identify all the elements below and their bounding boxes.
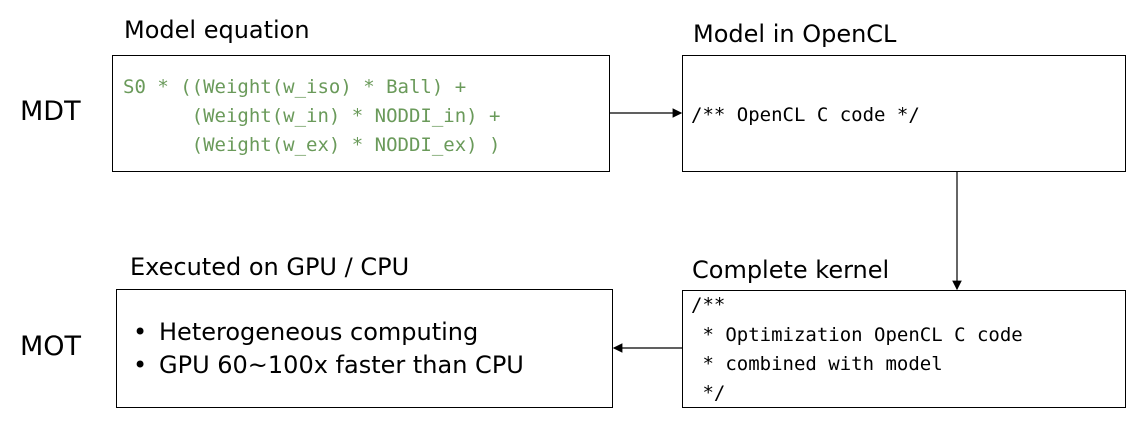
bullet-item: GPU 60~100x faster than CPU xyxy=(127,349,524,382)
bullet-item: Heterogeneous computing xyxy=(127,316,524,349)
executed-box: Heterogeneous computing GPU 60~100x fast… xyxy=(116,289,613,408)
model-equation-title: Model equation xyxy=(124,16,310,44)
model-opencl-box: /** OpenCL C code */ xyxy=(682,55,1126,172)
row-label-mdt: MDT xyxy=(20,96,81,127)
model-opencl-title: Model in OpenCL xyxy=(693,20,897,48)
executed-title: Executed on GPU / CPU xyxy=(130,253,410,281)
equation-line-3: (Weight(w_ex) * NODDI_ex) ) xyxy=(123,134,501,156)
complete-kernel-title: Complete kernel xyxy=(692,256,890,284)
opencl-code: /** OpenCL C code */ xyxy=(691,104,920,126)
kernel-line-3: * combined with model xyxy=(691,353,943,375)
executed-bullet-list: Heterogeneous computing GPU 60~100x fast… xyxy=(127,316,524,382)
model-equation-box: S0 * ((Weight(w_iso) * Ball) + (Weight(w… xyxy=(112,55,610,172)
equation-line-2: (Weight(w_in) * NODDI_in) + xyxy=(123,105,501,127)
row-label-mot: MOT xyxy=(20,331,82,362)
kernel-line-1: /** xyxy=(691,294,726,316)
equation-line-1: S0 * ((Weight(w_iso) * Ball) + xyxy=(123,76,467,98)
complete-kernel-box: /** * Optimization OpenCL C code * combi… xyxy=(682,290,1126,408)
kernel-line-2: * Optimization OpenCL C code xyxy=(691,324,1023,346)
kernel-line-4: */ xyxy=(691,382,726,404)
